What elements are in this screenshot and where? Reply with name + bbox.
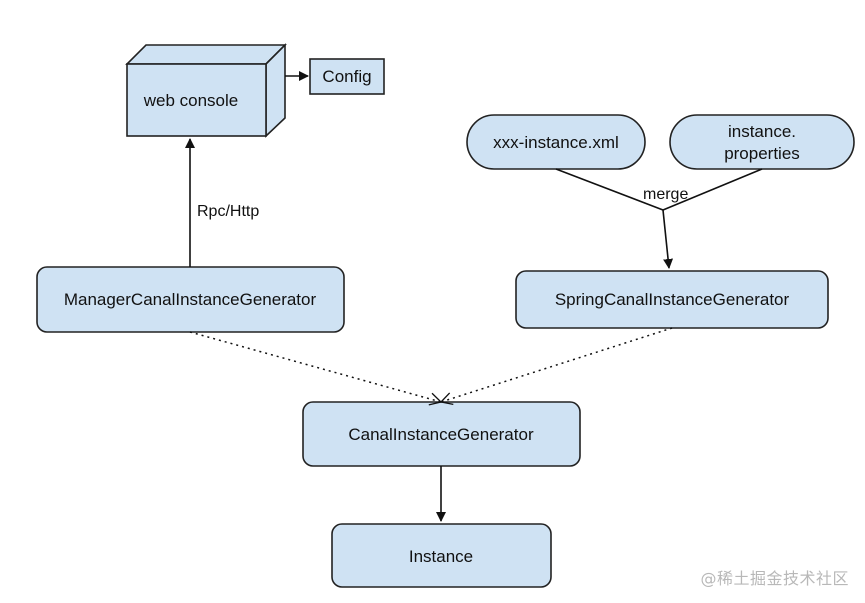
config-label: Config (322, 67, 371, 86)
instance-node: Instance (331, 523, 552, 588)
spring-generator-node: SpringCanalInstanceGenerator (515, 270, 829, 329)
manager-generator-node: ManagerCanalInstanceGenerator (36, 266, 345, 333)
merge-label: merge (643, 186, 688, 203)
spring-implements-dotted-line (439, 327, 673, 405)
properties-label-line2: properties (724, 144, 800, 163)
rpc-http-label: Rpc/Http (197, 203, 259, 220)
properties-file-node: instance. properties (669, 114, 855, 170)
xml-file-label: xxx-instance.xml (493, 133, 619, 152)
properties-to-merge-line (662, 168, 763, 211)
properties-label-line1: instance. (728, 122, 796, 141)
manager-implements-dotted-line (189, 331, 443, 406)
config-node: Config (309, 58, 385, 95)
canal-generator-node: CanalInstanceGenerator (302, 401, 581, 467)
web-console-label: web console (143, 91, 239, 110)
canal-generator-label: CanalInstanceGenerator (348, 425, 534, 444)
spring-generator-label: SpringCanalInstanceGenerator (555, 290, 790, 309)
xml-file-node: xxx-instance.xml (466, 114, 646, 170)
instance-label: Instance (409, 547, 473, 566)
web-console-node: web console (125, 43, 287, 138)
watermark-text: @稀土掘金技术社区 (700, 569, 849, 588)
xml-to-merge-line (555, 168, 664, 211)
merge-to-spring-arrow (662, 209, 674, 269)
manager-generator-label: ManagerCanalInstanceGenerator (64, 290, 317, 309)
